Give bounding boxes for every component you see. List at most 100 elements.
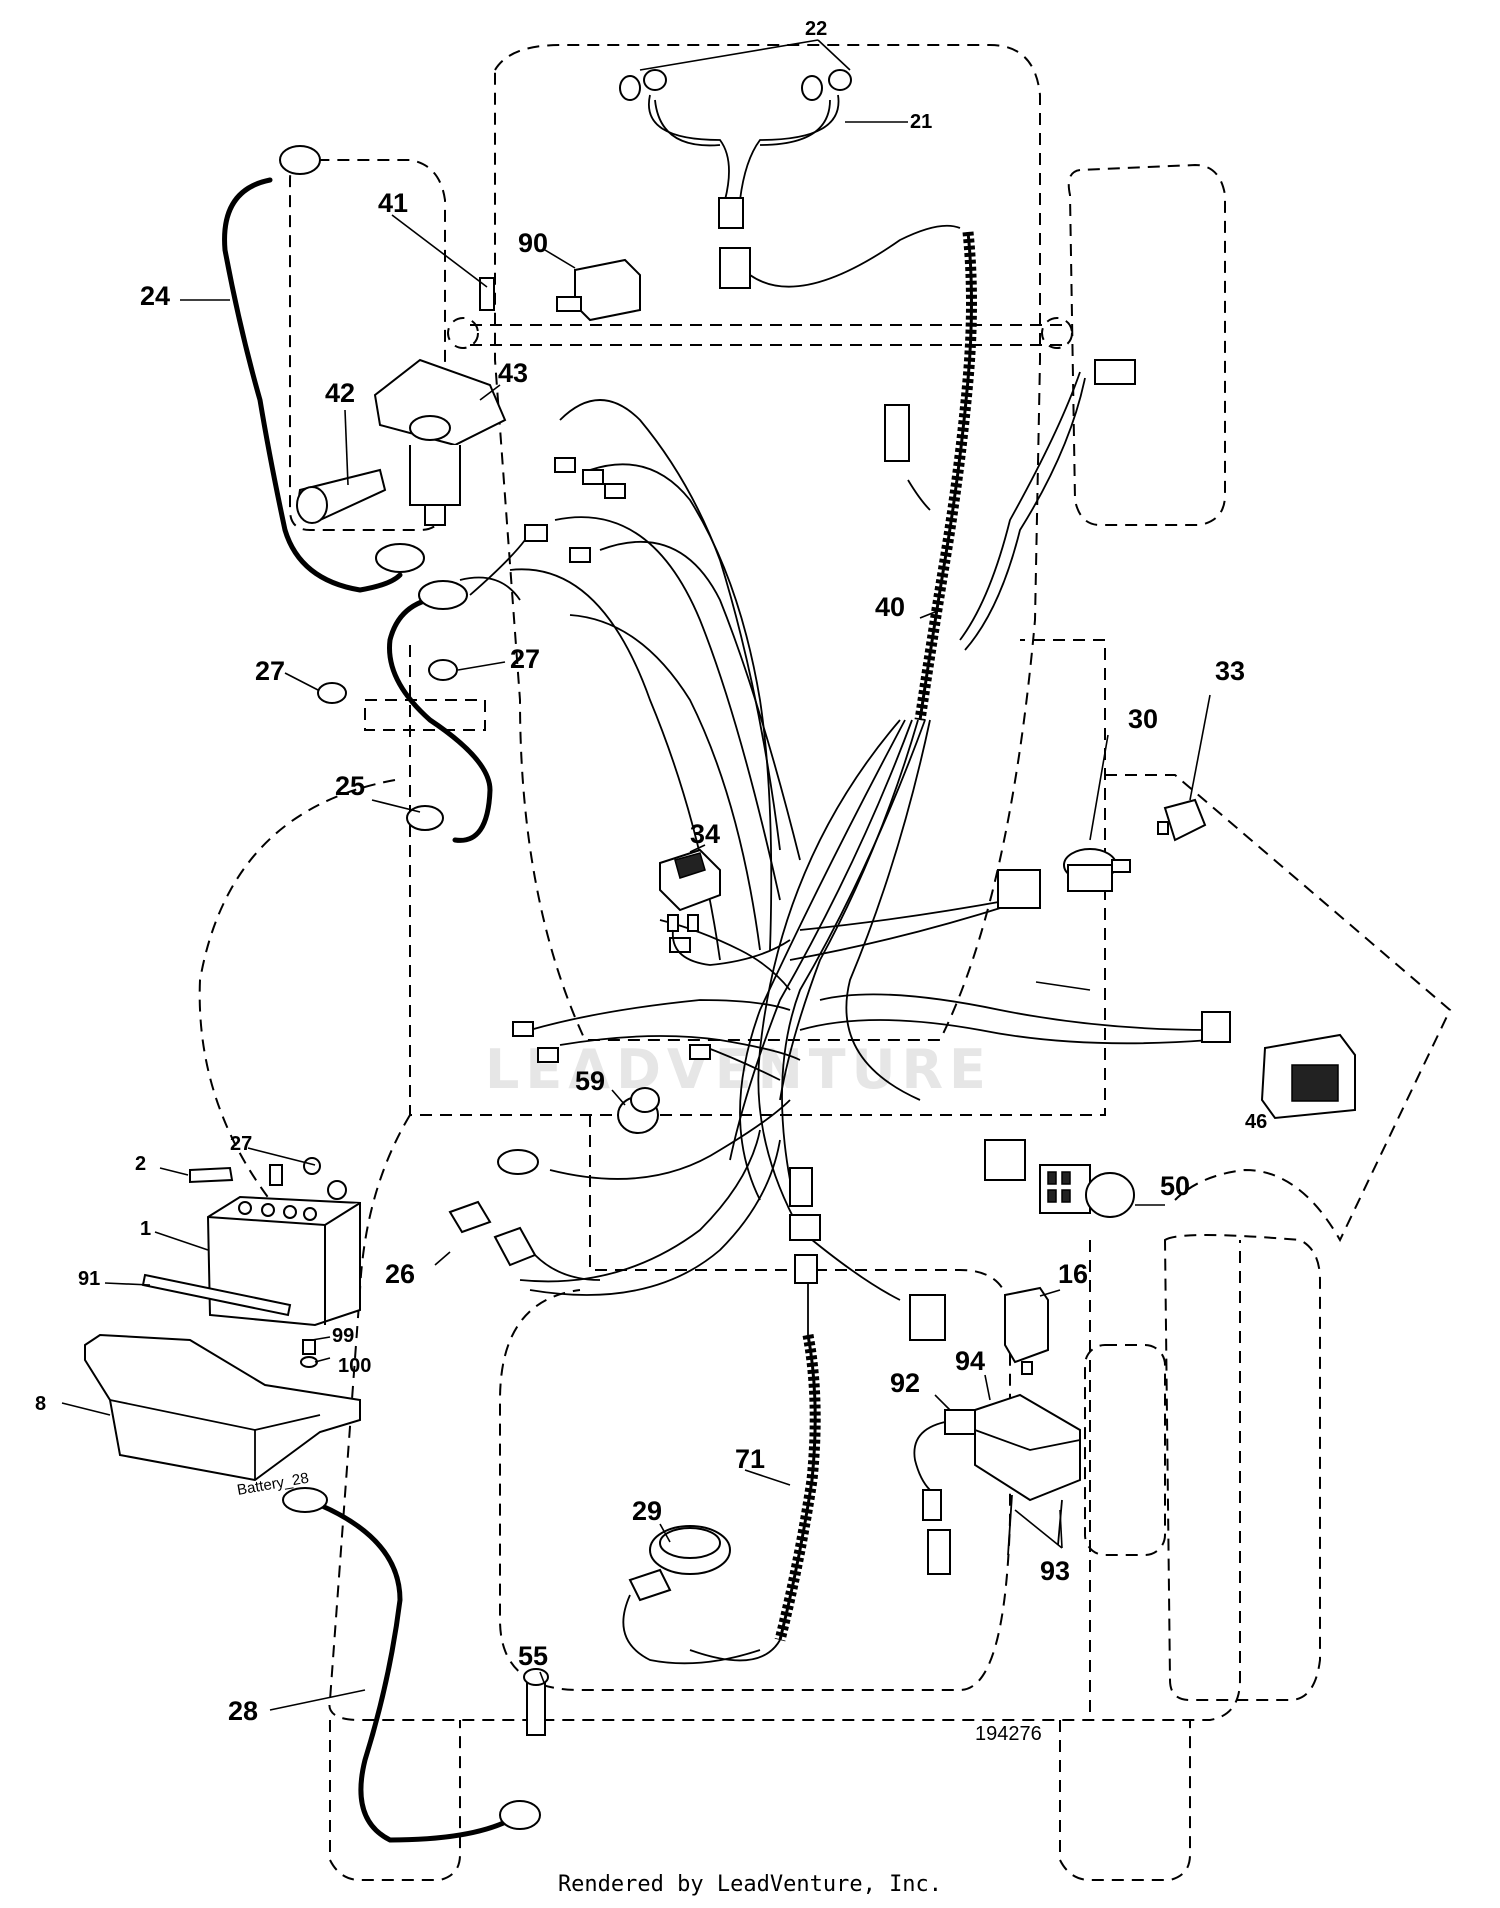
watermark-text: LEADVENTURE	[485, 1038, 992, 1101]
callout-26: 26	[385, 1259, 415, 1289]
callout-71: 71	[735, 1444, 765, 1474]
terminal-e	[554, 457, 576, 473]
part-30-switch	[1063, 848, 1131, 892]
solenoid-top	[409, 415, 451, 441]
callout-50: 50	[1160, 1171, 1190, 1201]
callout-1: 1	[140, 1218, 151, 1240]
solenoid-post	[424, 504, 446, 526]
callout-100: 100	[338, 1355, 371, 1377]
chassis-outline	[198, 44, 1452, 1881]
hourmeter-plug	[1201, 1011, 1231, 1043]
nuts-27	[303, 659, 458, 1175]
callout-41: 41	[378, 188, 408, 218]
callout-21: 21	[910, 111, 932, 133]
battery-assembly	[84, 1164, 361, 1482]
cable-28-ring-top	[282, 1487, 328, 1513]
headlight-connector	[719, 247, 751, 289]
callout-43: 43	[498, 358, 528, 388]
nut-27-mid	[428, 659, 458, 681]
callout-27-mid: 27	[510, 644, 540, 674]
callout-55: 55	[518, 1641, 548, 1671]
callout-2: 2	[135, 1153, 146, 1175]
callout-93: 93	[1040, 1556, 1070, 1586]
callout-59: 59	[575, 1066, 605, 1096]
battery-1	[206, 1195, 361, 1327]
drawing-number: 194276	[975, 1723, 1042, 1745]
terminal-f	[512, 1021, 534, 1037]
solenoid-body	[409, 445, 461, 506]
ignition-connector	[997, 869, 1041, 909]
part-2-bolt	[189, 1166, 234, 1184]
callout-42: 42	[325, 378, 355, 408]
part-91-strap	[141, 1273, 292, 1317]
part-59-socket	[617, 1087, 660, 1134]
callout-22: 22	[805, 18, 827, 40]
callout-24: 24	[140, 281, 170, 311]
seat-connector	[1094, 359, 1136, 385]
headlight-bulb-right	[801, 75, 823, 101]
callout-25: 25	[335, 771, 365, 801]
nut-27-left	[317, 682, 347, 704]
part-99-bolt	[302, 1339, 316, 1355]
leader-lines	[61, 39, 1211, 1711]
cable-25-ring-bottom	[406, 805, 444, 831]
cable-24-ring-bottom	[375, 543, 425, 573]
callout-34: 34	[690, 819, 720, 849]
part-26-fuse	[448, 1200, 601, 1281]
connector-block	[984, 1139, 1026, 1181]
cable-28	[282, 1487, 549, 1843]
footer-credit: Rendered by LeadVenture, Inc.	[557, 1872, 943, 1897]
callout-46: 46	[1245, 1111, 1267, 1133]
connector-lower-a	[789, 1167, 813, 1207]
callout-28: 28	[228, 1696, 258, 1726]
callout-29: 29	[632, 1496, 662, 1526]
part-90-shaft	[556, 296, 582, 312]
part-43-bracket	[373, 358, 507, 447]
callout-91: 91	[78, 1268, 100, 1290]
battery-terminal	[327, 1180, 347, 1200]
part-71-harness	[689, 1214, 821, 1662]
cable-28-ring-bottom	[499, 1800, 541, 1830]
part-94-module	[913, 1393, 1081, 1575]
ground-ring-terminal	[497, 1149, 539, 1175]
part-100-washer	[300, 1356, 318, 1368]
part-29-sensor	[622, 1525, 761, 1665]
terminal-g	[537, 1047, 559, 1063]
nut-27-battery	[303, 1157, 321, 1175]
part-16-switch	[1004, 1286, 1049, 1375]
pto-connector	[884, 404, 910, 462]
callout-27-left: 27	[255, 656, 285, 686]
part-34-switch	[659, 848, 791, 966]
cable-25	[387, 539, 526, 843]
terminal-d	[569, 547, 591, 563]
headlight-bulb-right-tip	[828, 69, 852, 91]
terminal-c	[524, 524, 548, 542]
callout-16: 16	[1058, 1259, 1088, 1289]
callout-94: 94	[955, 1346, 985, 1376]
part-50-ignition	[1039, 1164, 1135, 1218]
part-33-relay	[1157, 798, 1207, 842]
cable-24	[222, 145, 425, 593]
part-46-hourmeter	[1260, 1033, 1356, 1120]
part-8-battery-box	[84, 1333, 361, 1482]
callout-30: 30	[1128, 704, 1158, 734]
part-41-bolt	[479, 277, 495, 311]
callout-99: 99	[332, 1325, 354, 1347]
cable-25-ring-top	[418, 580, 468, 610]
part-92-connector	[944, 1409, 976, 1435]
cable-24-ring-top	[279, 145, 321, 175]
callout-33: 33	[1215, 656, 1245, 686]
headlight-plug	[718, 197, 744, 229]
headlight-bulb-left-tip	[643, 69, 667, 91]
connector-lower-c	[909, 1294, 946, 1341]
terminal-h	[689, 1044, 711, 1060]
part-55-bolt	[526, 1679, 546, 1736]
callout-92: 92	[890, 1368, 920, 1398]
terminal-a	[582, 469, 604, 485]
callout-40: 40	[875, 592, 905, 622]
headlight-bulb-left	[619, 75, 641, 101]
solenoid-assembly	[296, 277, 507, 526]
headlight-harness	[619, 69, 961, 289]
callout-90: 90	[518, 228, 548, 258]
